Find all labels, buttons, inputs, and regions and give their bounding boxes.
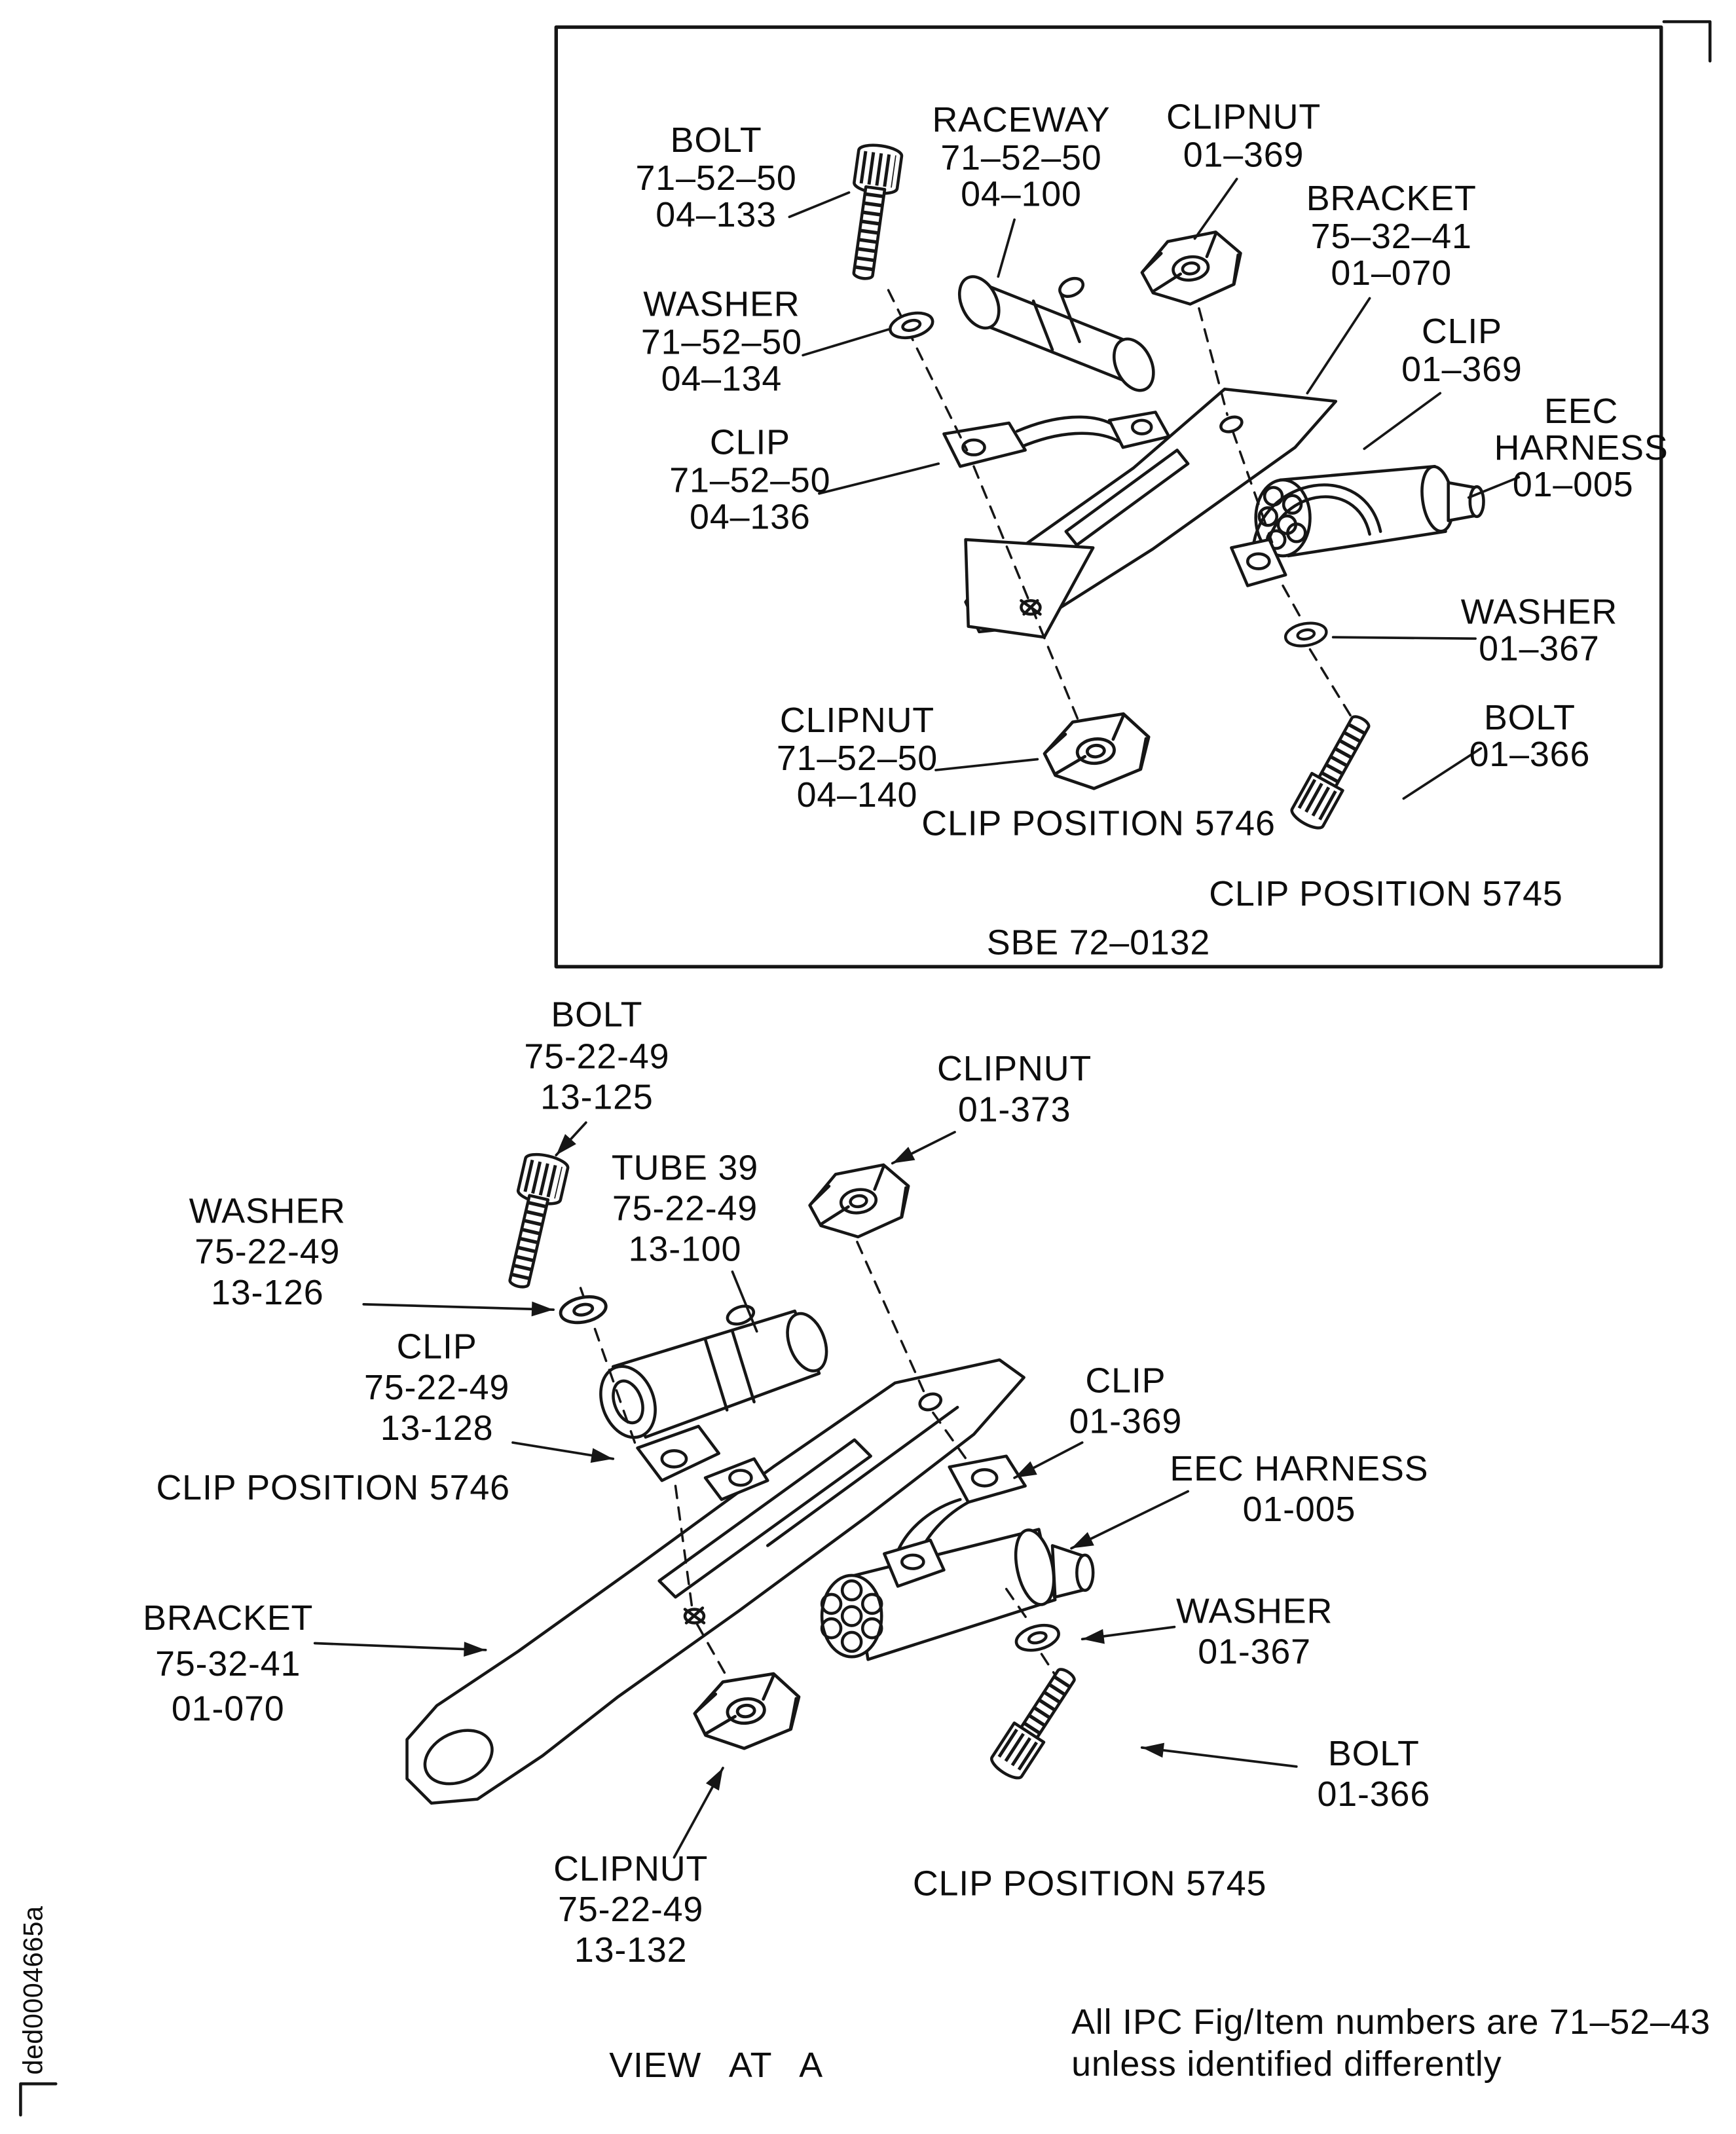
label-bot-clipnut-1: CLIPNUT	[937, 1049, 1092, 1088]
top-diagram-border	[554, 25, 1663, 968]
clipnut-13-132-drawing	[692, 1671, 803, 1753]
clipnut-01-373-drawing	[805, 1162, 914, 1243]
label-bot-bracket-1: BRACKET	[143, 1598, 313, 1638]
label-top-clipnut2-3: 04–140	[797, 775, 918, 815]
top-leader-lines	[788, 177, 1521, 800]
label-top-clipnut2-1: CLIPNUT	[780, 701, 934, 740]
caption-sbe-number: SBE 72–0132	[987, 923, 1210, 963]
label-bot-tube-2: 75-22-49	[612, 1188, 758, 1228]
label-top-clipnut2-2: 71–52–50	[777, 739, 938, 778]
washer-01-367-bottom-drawing	[1014, 1621, 1062, 1655]
bottom-leader-lines	[313, 1121, 1298, 1859]
clipnut-04-140-drawing	[1041, 712, 1153, 794]
label-top-bolt-3: 04–133	[656, 195, 777, 234]
label-top-washer2-1: WASHER	[1461, 592, 1617, 631]
bolt-01-366-bottom-drawing	[988, 1663, 1083, 1782]
caption-bot-clip-position-5745: CLIP POSITION 5745	[913, 1864, 1266, 1904]
label-bot-bolt-3: 13-125	[540, 1078, 654, 1117]
label-top-clipnut-2: 01–369	[1183, 136, 1304, 175]
tube-39-drawing	[599, 1304, 828, 1439]
label-top-raceway-2: 71–52–50	[940, 138, 1101, 177]
label-top-clip2-1: CLIP	[710, 423, 790, 462]
label-top-bracket-3: 01–070	[1331, 253, 1452, 293]
corner-mark-top-right	[1662, 20, 1712, 63]
label-bot-washer-1: WASHER	[189, 1192, 346, 1231]
label-bot-washer2-2: 01-367	[1198, 1632, 1311, 1672]
label-top-eec-1: EEC	[1544, 392, 1618, 431]
page-edge-code: ded0004665a	[18, 1905, 48, 2074]
label-top-bolt-1: BOLT	[671, 120, 762, 160]
label-bot-bolt2-2: 01-366	[1318, 1775, 1431, 1814]
label-top-eec-2: HARNESS	[1494, 428, 1669, 468]
label-bot-clip2-1: CLIP	[1085, 1361, 1166, 1400]
raceway-drawing	[957, 275, 1155, 392]
label-bot-clip-2: 75-22-49	[364, 1368, 509, 1407]
label-bot-clip-3: 13-128	[380, 1408, 494, 1448]
label-top-bracket-2: 75–32–41	[1311, 217, 1472, 256]
figure-labels: BOLT 71–52–50 04–133 RACEWAY 71–52–50 04…	[18, 98, 1710, 2085]
clip-13-128-drawing	[636, 1424, 769, 1501]
bracket-75-32-41-top-drawing	[964, 387, 1338, 639]
label-bot-bolt-2: 75-22-49	[524, 1037, 669, 1076]
label-bot-tube-1: TUBE 39	[612, 1148, 758, 1187]
label-bot-eec-1: EEC HARNESS	[1170, 1449, 1428, 1488]
caption-top-clip-position-5745: CLIP POSITION 5745	[1209, 874, 1562, 913]
label-top-bolt2-1: BOLT	[1484, 698, 1576, 737]
label-bot-clip-1: CLIP	[397, 1327, 477, 1367]
bolt-04-133-drawing	[841, 143, 902, 282]
bolt-01-366-top-drawing	[1289, 710, 1378, 832]
label-bot-bracket-3: 01-070	[172, 1689, 285, 1728]
label-bot-washer-2: 75-22-49	[194, 1232, 340, 1272]
label-bot-washer-3: 13-126	[211, 1273, 324, 1312]
corner-mark-bottom-left	[19, 2082, 58, 2117]
label-bot-eec-2: 01-005	[1243, 1490, 1356, 1529]
bolt-13-125-drawing	[497, 1151, 570, 1291]
label-top-washer2-2: 01–367	[1479, 629, 1600, 668]
washer-04-134-drawing	[887, 309, 935, 342]
label-top-clipnut-1: CLIPNUT	[1166, 98, 1321, 137]
caption-bot-clip-position-5746: CLIP POSITION 5746	[156, 1468, 509, 1507]
label-top-clip2-2: 71–52–50	[669, 461, 830, 500]
label-top-clip2-3: 04–136	[690, 498, 811, 537]
eec-harness-bottom-drawing	[820, 1528, 1095, 1661]
label-bot-clipnut-2: 01-373	[958, 1090, 1071, 1129]
label-bot-bolt-1: BOLT	[551, 995, 642, 1034]
clipnut-01-369-drawing	[1138, 229, 1247, 310]
caption-top-clip-position-5746: CLIP POSITION 5746	[921, 803, 1275, 843]
label-top-washer-2: 71–52–50	[641, 322, 802, 361]
label-bot-washer2-1: WASHER	[1176, 1591, 1333, 1630]
label-bot-bolt2-1: BOLT	[1328, 1734, 1420, 1773]
label-bot-clipnut2-2: 75-22-49	[558, 1890, 703, 1929]
washer-13-126-drawing	[558, 1293, 608, 1327]
label-top-bracket-1: BRACKET	[1306, 179, 1477, 218]
label-top-clip-2: 01–369	[1401, 350, 1523, 389]
clip-01-369-top-drawing	[1230, 483, 1382, 587]
label-top-washer-3: 04–134	[661, 359, 783, 398]
figure-art	[19, 20, 1712, 2117]
label-top-clip-1: CLIP	[1422, 312, 1502, 351]
label-top-raceway-1: RACEWAY	[932, 100, 1110, 139]
label-bot-clip2-2: 01-369	[1069, 1402, 1183, 1441]
footnote-line-2: unless identified differently	[1071, 2044, 1502, 2084]
caption-view-at-a: VIEW AT A	[609, 2046, 823, 2085]
label-bot-bracket-2: 75-32-41	[155, 1644, 301, 1683]
label-top-washer-1: WASHER	[643, 284, 800, 323]
clip-01-369-bottom-drawing	[883, 1454, 1027, 1588]
label-top-raceway-3: 04–100	[961, 175, 1082, 214]
label-bot-clipnut2-1: CLIPNUT	[553, 1849, 708, 1888]
clip-04-136-drawing	[942, 411, 1171, 468]
label-top-eec-3: 01–005	[1513, 465, 1634, 504]
washer-01-367-top-drawing	[1284, 620, 1328, 649]
label-bot-clipnut2-3: 13-132	[574, 1930, 688, 1970]
label-top-bolt2-2: 01–366	[1469, 735, 1591, 774]
label-top-bolt-2: 71–52–50	[636, 158, 797, 198]
label-bot-tube-3: 13-100	[629, 1230, 742, 1269]
footnote-line-1: All IPC Fig/Item numbers are 71–52–43	[1071, 2002, 1710, 2042]
